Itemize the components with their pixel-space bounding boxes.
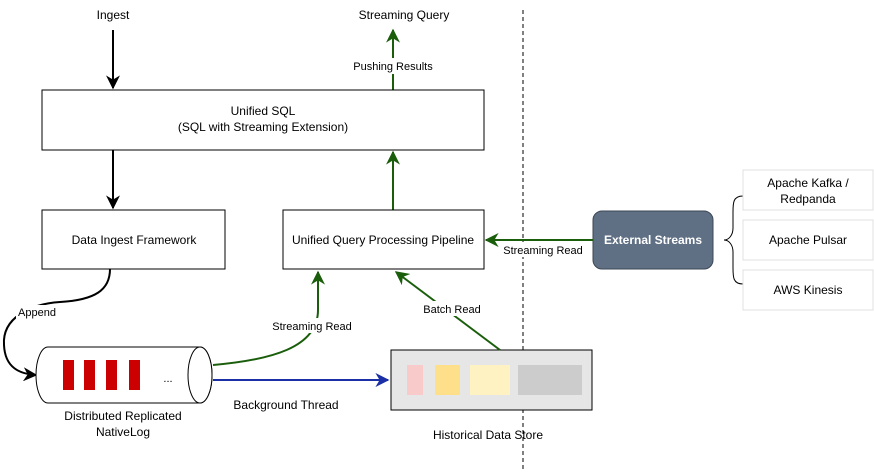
pulsar-label: Apache Pulsar	[769, 233, 847, 247]
streaming-read-external-label-bg	[500, 242, 586, 257]
store-block-1	[407, 365, 423, 395]
historical-store-label: Historical Data Store	[433, 428, 543, 442]
unified-query-pipeline-box	[282, 209, 485, 270]
append-label: Append	[18, 307, 56, 319]
data-ingest-framework-label: Data Ingest Framework	[72, 233, 198, 247]
streaming-read-external-label: Streaming Read	[503, 245, 583, 257]
store-block-2	[435, 365, 460, 395]
log-ellipsis: ...	[163, 373, 172, 385]
batch-read-label-bg	[420, 301, 486, 316]
native-log-label-1: Distributed Replicated	[64, 409, 181, 423]
store-block-4	[518, 365, 582, 395]
pushing-results-label: Pushing Results	[353, 61, 433, 73]
log-block-4	[129, 360, 140, 390]
log-block-2	[84, 360, 95, 390]
unified-query-pipeline-label: Unified Query Processing Pipeline	[292, 233, 474, 247]
kafka-label-2: Redpanda	[780, 192, 836, 206]
unified-sql-box	[41, 89, 485, 151]
streaming-query-label: Streaming Query	[359, 8, 450, 22]
streaming-read-log-label: Streaming Read	[272, 321, 352, 333]
kafka-label-1: Apache Kafka /	[767, 176, 849, 190]
native-log-label-2: NativeLog	[96, 425, 150, 439]
append-label-bg	[16, 305, 58, 319]
ingest-label: Ingest	[97, 8, 130, 22]
external-sources-brace	[723, 195, 744, 285]
native-log-cylinder: ...	[35, 346, 213, 404]
kinesis-box	[742, 269, 874, 311]
background-thread-label: Background Thread	[233, 398, 338, 412]
log-to-pipeline-streaming-arrow	[212, 270, 325, 366]
log-block-3	[106, 360, 117, 390]
external-streams-label: External Streams	[604, 233, 702, 247]
unified-sql-subtitle: (SQL with Streaming Extension)	[178, 120, 348, 134]
kinesis-label: AWS Kinesis	[774, 283, 843, 297]
data-ingest-framework-box	[41, 209, 226, 270]
kafka-box	[742, 169, 874, 211]
pushing-results-label-bg	[350, 58, 436, 74]
streaming-read-log-label-bg	[270, 318, 356, 333]
batch-read-label: Batch Read	[423, 304, 480, 316]
unified-sql-title: Unified SQL	[231, 104, 296, 118]
pulsar-box	[742, 219, 874, 261]
log-block-1	[63, 360, 74, 390]
store-block-3	[470, 365, 510, 395]
